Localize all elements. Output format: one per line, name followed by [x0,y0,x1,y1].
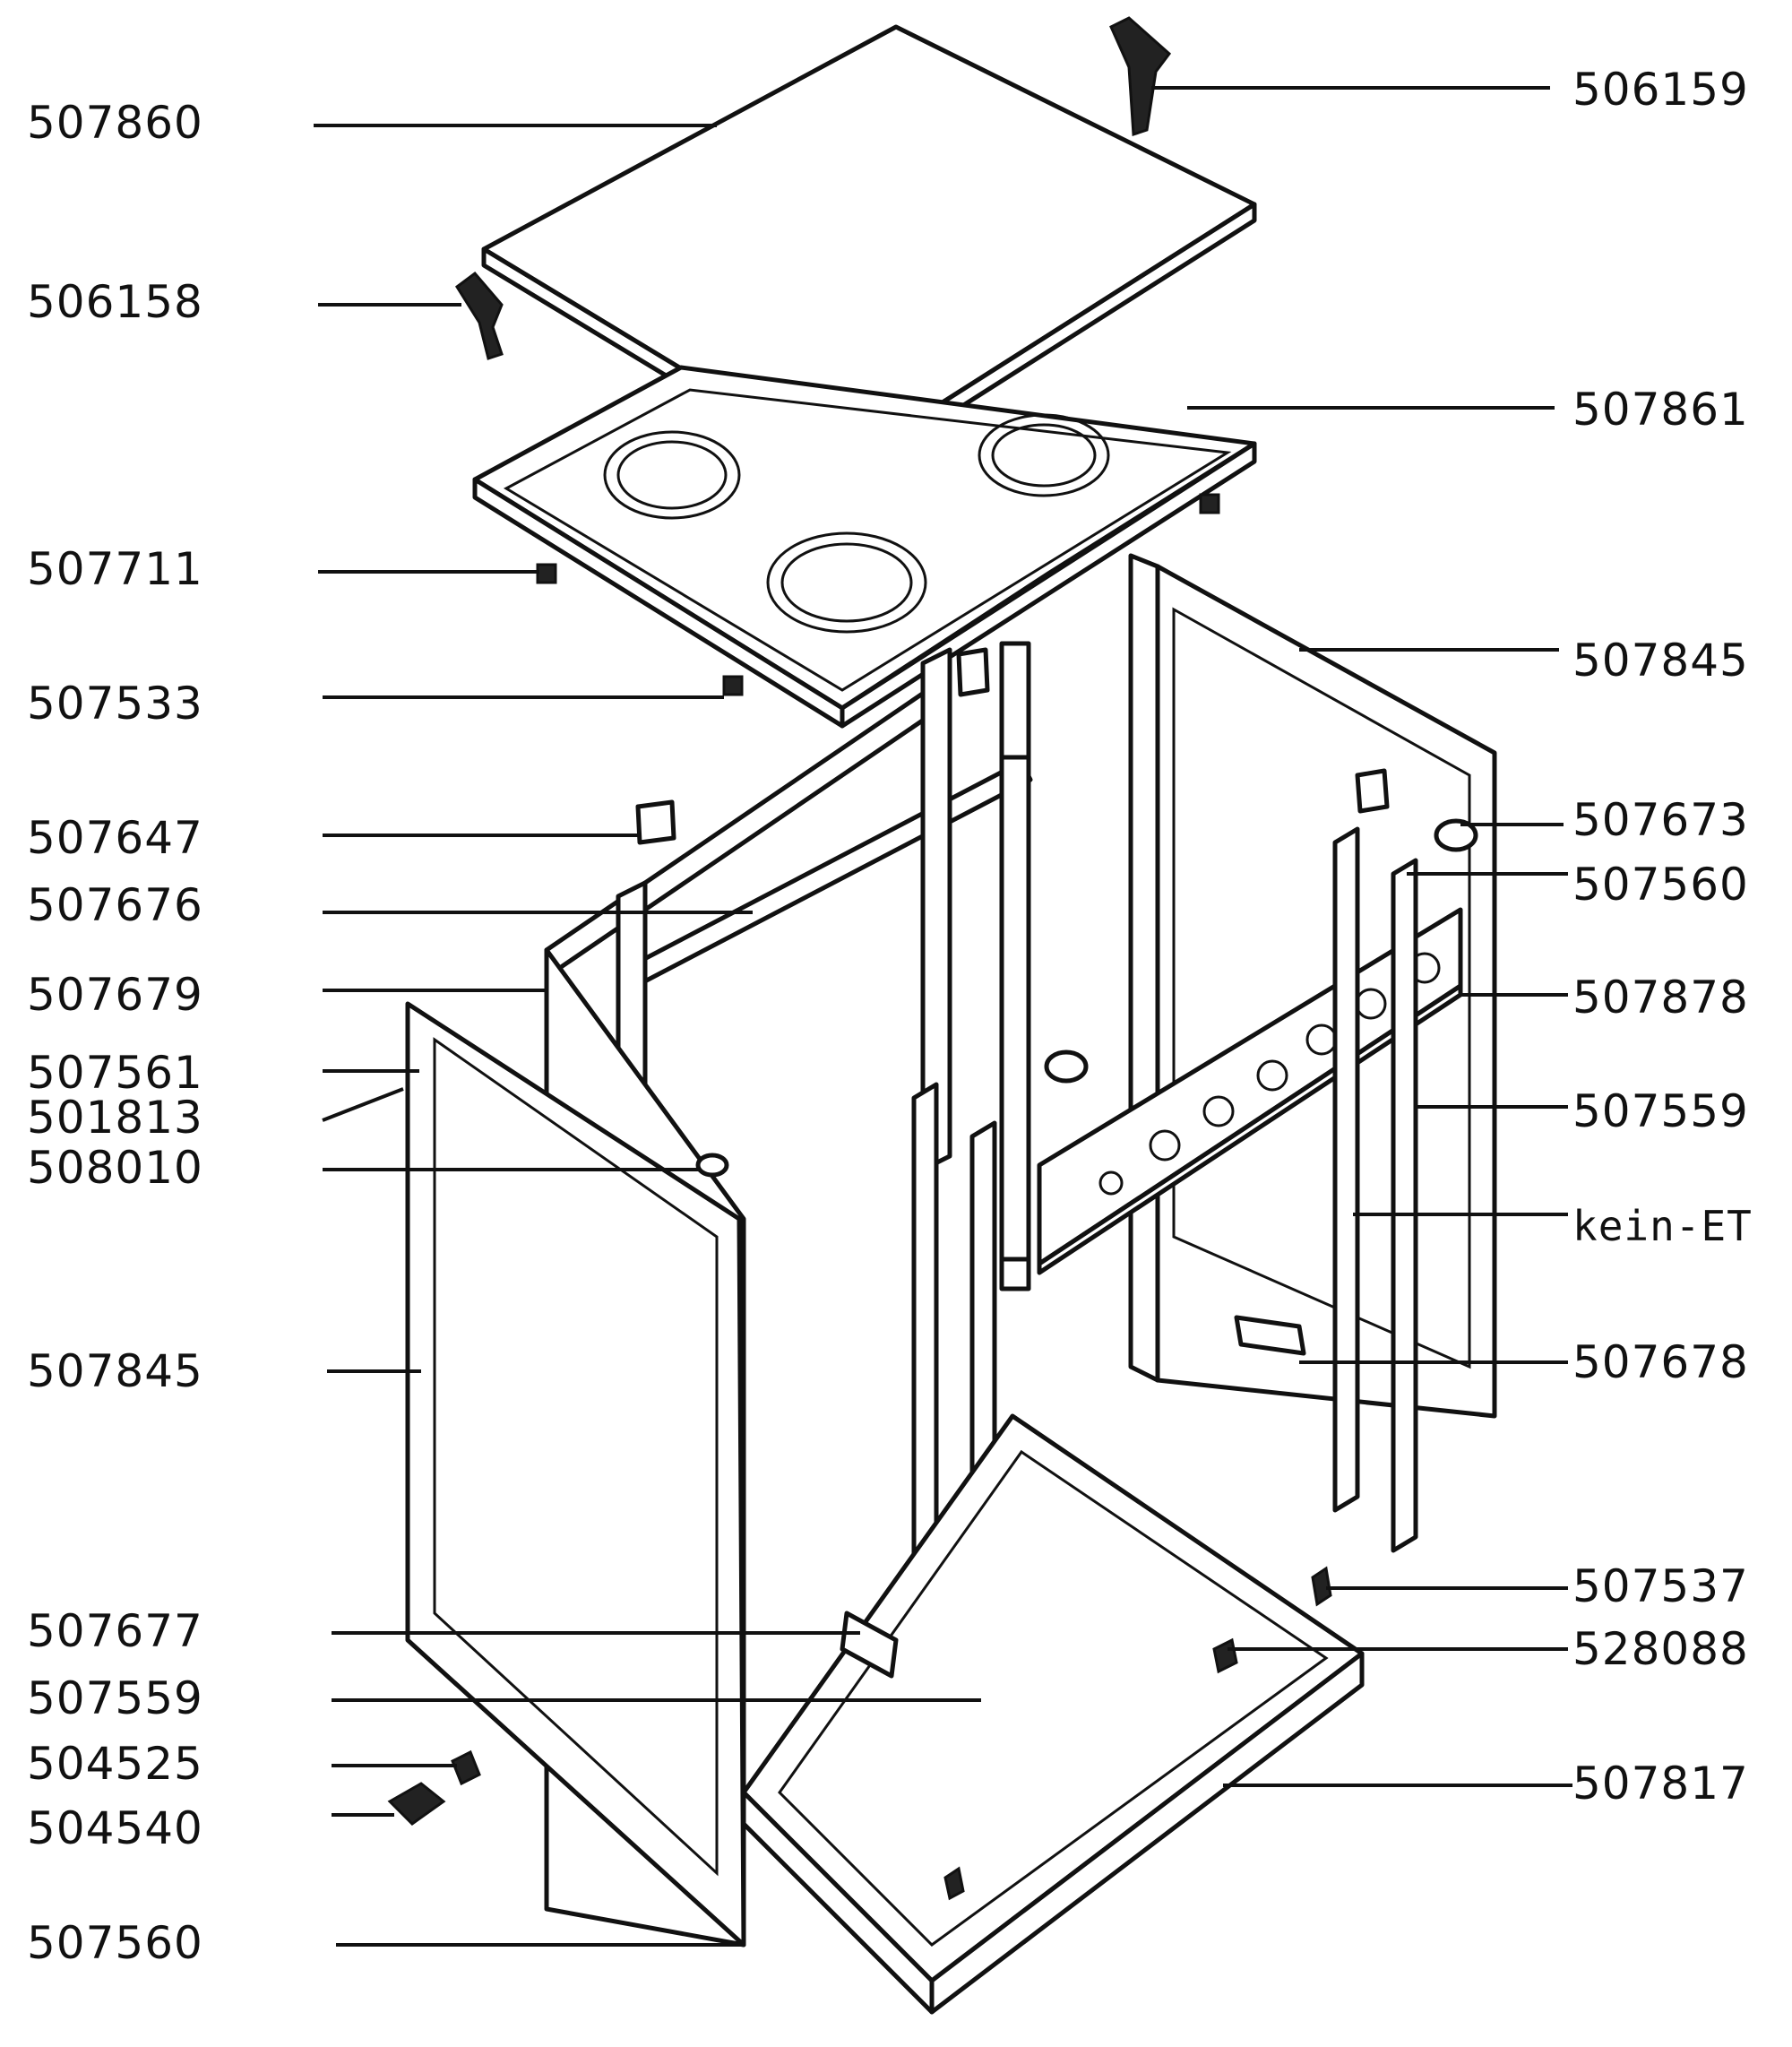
part-label: 507560 [1572,859,1749,911]
part-label: 506158 [27,276,203,328]
leader-lines [314,86,1572,1947]
part-label: 507560 [27,1917,203,1969]
part-label: 507647 [27,812,203,864]
part-label: 507676 [27,879,203,931]
part-label: 506159 [1572,64,1749,116]
part-label: 504540 [27,1802,203,1854]
part-label: 507860 [27,97,203,149]
part-label: 528088 [1572,1623,1749,1675]
part-label: 507673 [1572,794,1749,846]
part-label: 507559 [1572,1085,1749,1137]
back-frame [544,641,1033,1291]
part-label: 504525 [27,1738,203,1790]
part-label: 501813 [27,1092,203,1144]
part-label: 507537 [1572,1560,1749,1612]
bottom-base-frame [741,1413,1365,2015]
part-label: 507678 [1572,1336,1749,1388]
part-label: 507559 [27,1672,203,1724]
part-label: 507845 [27,1345,203,1397]
part-label: 507845 [1572,635,1749,687]
part-label: 507861 [1572,384,1749,436]
part-label: kein-ET [1572,1202,1753,1250]
small-parts [387,16,1478,1901]
part-label: 507711 [27,543,203,595]
part-label: 507817 [1572,1758,1749,1809]
part-label: 507561 [27,1047,203,1099]
part-label: 508010 [27,1142,203,1194]
part-label: 507679 [27,969,203,1021]
left-side-panel [405,947,746,1948]
part-label: 507533 [27,678,203,730]
part-label: 507677 [27,1605,203,1657]
part-label: 507878 [1572,972,1749,1024]
